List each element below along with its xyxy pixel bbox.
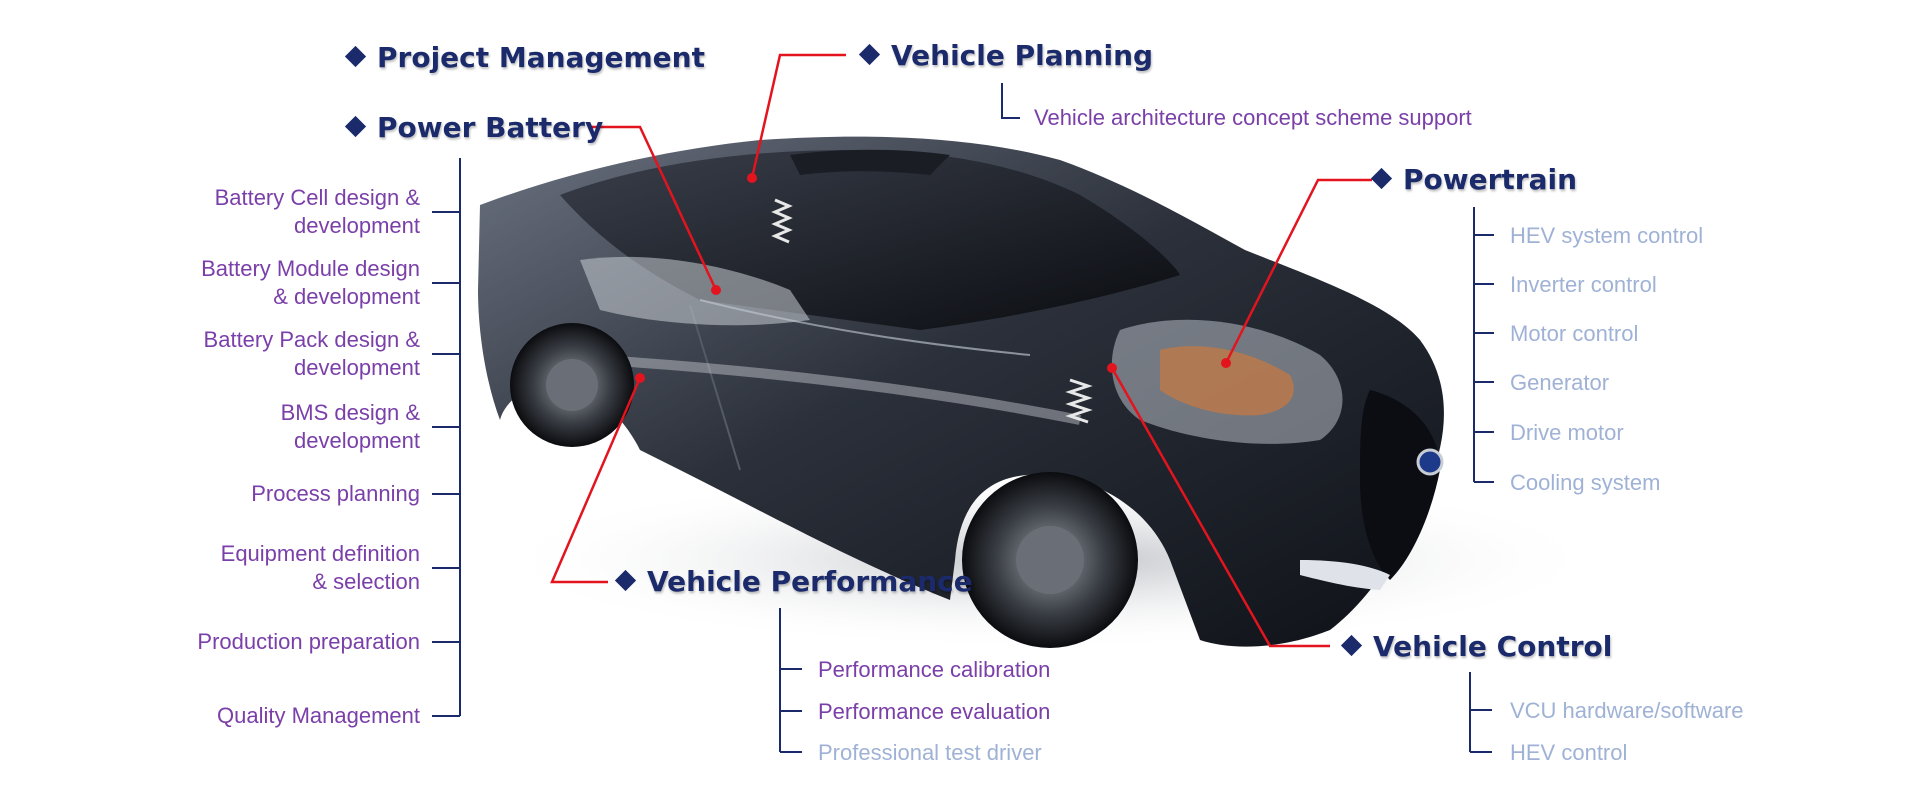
vehicle-control-item: VCU hardware/software bbox=[1510, 698, 1744, 723]
powertrain-item: HEV system control bbox=[1510, 223, 1704, 248]
power-battery-item: Battery Module design & development bbox=[201, 255, 420, 311]
heading-label: Project Management bbox=[377, 41, 705, 74]
vehicle-planning-item: Vehicle architecture concept scheme supp… bbox=[1034, 105, 1472, 130]
item-line: development bbox=[294, 428, 420, 453]
power-battery-item: Equipment definition & selection bbox=[221, 540, 420, 596]
powertrain-item: Inverter control bbox=[1510, 272, 1657, 297]
item-line: Production preparation bbox=[197, 629, 420, 654]
power-battery-item: Quality Management bbox=[217, 702, 420, 730]
vehicle-performance-item: Performance evaluation bbox=[818, 699, 1051, 724]
item-line: Battery Module design bbox=[201, 256, 420, 281]
powertrain-item: Generator bbox=[1510, 370, 1610, 395]
power-battery-item: BMS design & development bbox=[281, 399, 420, 455]
diamond-bullet-icon bbox=[858, 43, 881, 66]
power-battery-item: Production preparation bbox=[197, 628, 420, 656]
item-line: Quality Management bbox=[217, 703, 420, 728]
diamond-bullet-icon bbox=[1370, 167, 1393, 190]
item-line: Battery Cell design & bbox=[214, 185, 420, 210]
connector-vehicle-planning bbox=[750, 53, 846, 179]
heading-power-battery: Power Battery bbox=[344, 111, 604, 145]
heading-vehicle-performance: Vehicle Performance bbox=[614, 565, 973, 599]
powertrain-item: Drive motor bbox=[1510, 420, 1624, 445]
item-line: Process planning bbox=[251, 481, 420, 506]
item-line: Equipment definition bbox=[220, 541, 420, 566]
heading-project-management: Project Management bbox=[344, 41, 705, 75]
vehicle-performance-item: Professional test driver bbox=[818, 740, 1042, 765]
power-battery-item: Battery Cell design & development bbox=[215, 184, 420, 240]
heading-powertrain: Powertrain bbox=[1370, 163, 1578, 197]
item-line: development bbox=[294, 355, 420, 380]
diamond-bullet-icon bbox=[1340, 634, 1363, 657]
heading-label: Powertrain bbox=[1403, 163, 1578, 196]
heading-label: Power Battery bbox=[377, 111, 604, 144]
heading-label: Vehicle Planning bbox=[891, 39, 1154, 72]
power-battery-item: Process planning bbox=[251, 480, 420, 508]
item-line: & selection bbox=[312, 569, 420, 594]
item-line: & development bbox=[273, 284, 420, 309]
heading-vehicle-control: Vehicle Control bbox=[1340, 630, 1613, 664]
item-line: development bbox=[294, 213, 420, 238]
powertrain-item: Motor control bbox=[1510, 321, 1639, 346]
vehicle-performance-item: Performance calibration bbox=[818, 657, 1051, 682]
connector-power-battery bbox=[590, 125, 718, 291]
power-battery-item: Battery Pack design & development bbox=[204, 326, 420, 382]
powertrain-item: Cooling system bbox=[1510, 470, 1661, 495]
connector-powertrain bbox=[1224, 178, 1372, 364]
diamond-bullet-icon bbox=[614, 569, 637, 592]
diamond-bullet-icon bbox=[344, 45, 367, 68]
heading-vehicle-planning: Vehicle Planning bbox=[858, 39, 1154, 73]
item-line: Battery Pack design & bbox=[203, 327, 420, 352]
vehicle-control-item: HEV control bbox=[1510, 740, 1628, 765]
heading-label: Vehicle Performance bbox=[647, 565, 973, 598]
heading-label: Vehicle Control bbox=[1373, 630, 1613, 663]
item-line: BMS design & bbox=[280, 400, 420, 425]
connector-vehicle-control bbox=[1110, 367, 1330, 648]
diamond-bullet-icon bbox=[344, 115, 367, 138]
connector-vehicle-performance bbox=[550, 377, 642, 584]
